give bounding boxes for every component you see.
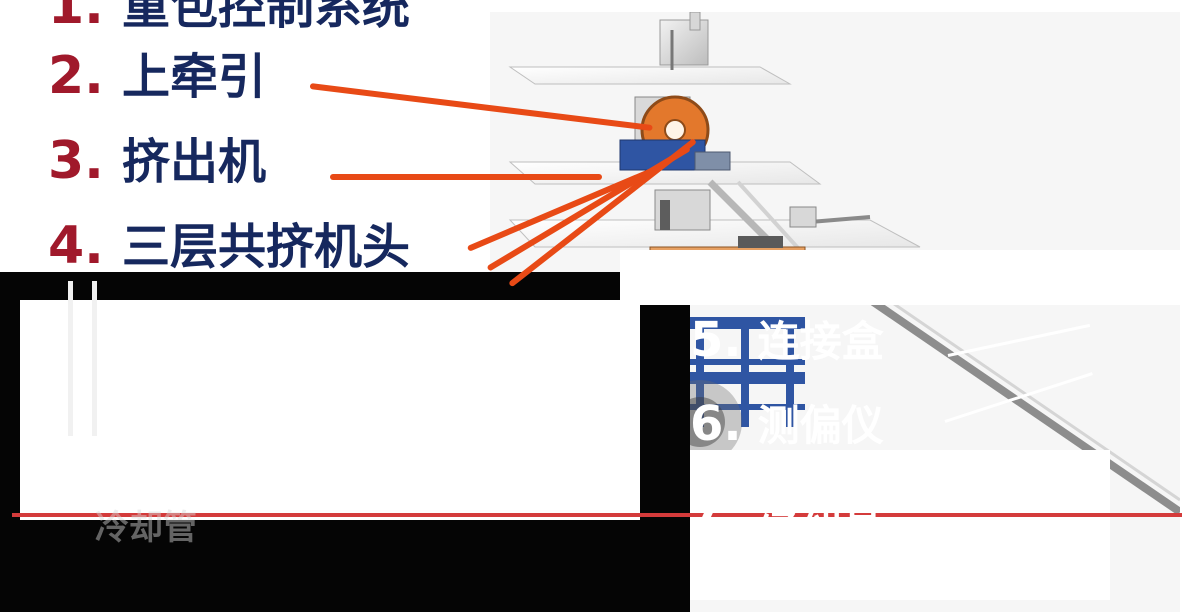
label-5-number: 5. [690,312,742,368]
label-6-number: 6. [690,396,742,452]
white-panel-right-inner [690,450,1110,600]
label-7-number: 7. [690,484,742,540]
label-5: 5. 连接盒 [690,308,884,369]
label-7-text: 冷却管 [757,489,884,538]
label-3: 3. 挤出机 [48,135,266,187]
top-control-system [659,12,709,70]
white-panel-right-top [620,250,1189,305]
label-1-number: 1. [48,0,104,36]
label-5-text: 连接盒 [757,317,884,366]
label-4-number: 4. [48,216,104,276]
label-3-text: 挤出机 [121,134,266,190]
label-1: 1. 重包控制系统 [48,0,410,32]
label-2-text: 上牵引 [121,49,266,105]
label-6: 6. 测偏仪 [690,392,884,453]
label-7: 7. 冷却管 [690,480,884,541]
label-6-text: 测偏仪 [757,401,884,450]
callout-line-3 [330,174,602,180]
label-2-number: 2. [48,46,104,106]
white-panel-left-inner [20,300,640,520]
label-2: 2. 上牵引 [48,50,266,102]
divider-bar [12,513,1182,517]
lower-left-text: 冷却管 [95,508,197,548]
label-4-text: 三层共挤机头 [121,219,410,275]
label-3-number: 3. [48,131,104,191]
upper-traction [619,95,731,171]
label-1-text: 重包控制系统 [121,0,410,35]
label-4: 4. 三层共挤机头 [48,220,410,272]
